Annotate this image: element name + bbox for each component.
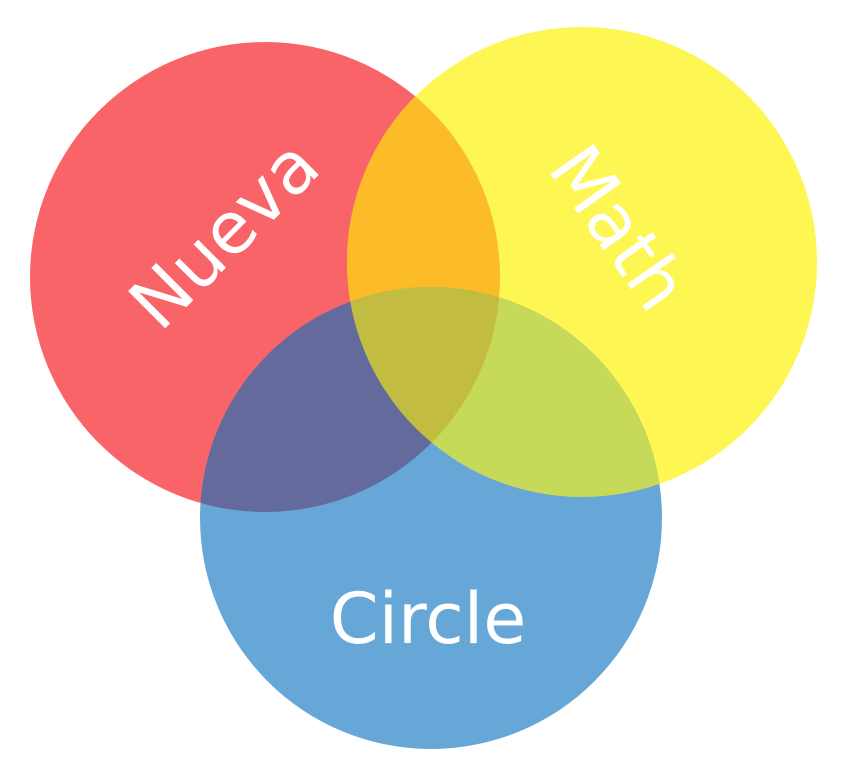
yellow-blue-overlap [347, 287, 662, 497]
red-blue-overlap [200, 287, 500, 512]
circle-label: Circle [330, 578, 527, 660]
